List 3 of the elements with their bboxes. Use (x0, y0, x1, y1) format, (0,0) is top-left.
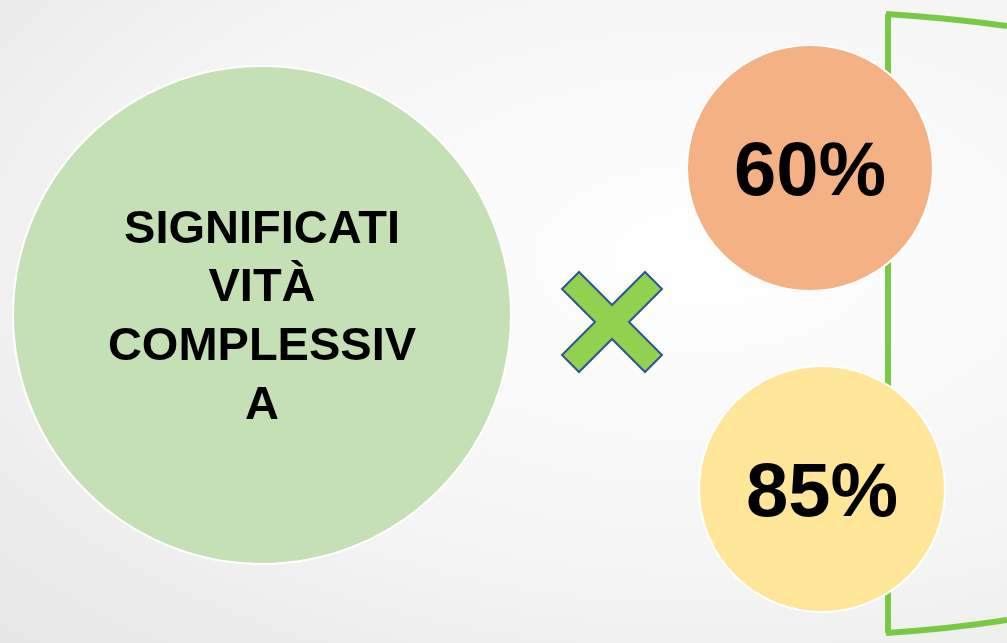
circle-label: 85% (744, 445, 900, 534)
circle-label: SIGNIFICATI VITÀ COMPLESSIV A (106, 198, 418, 431)
circle-label: 60% (732, 124, 888, 213)
